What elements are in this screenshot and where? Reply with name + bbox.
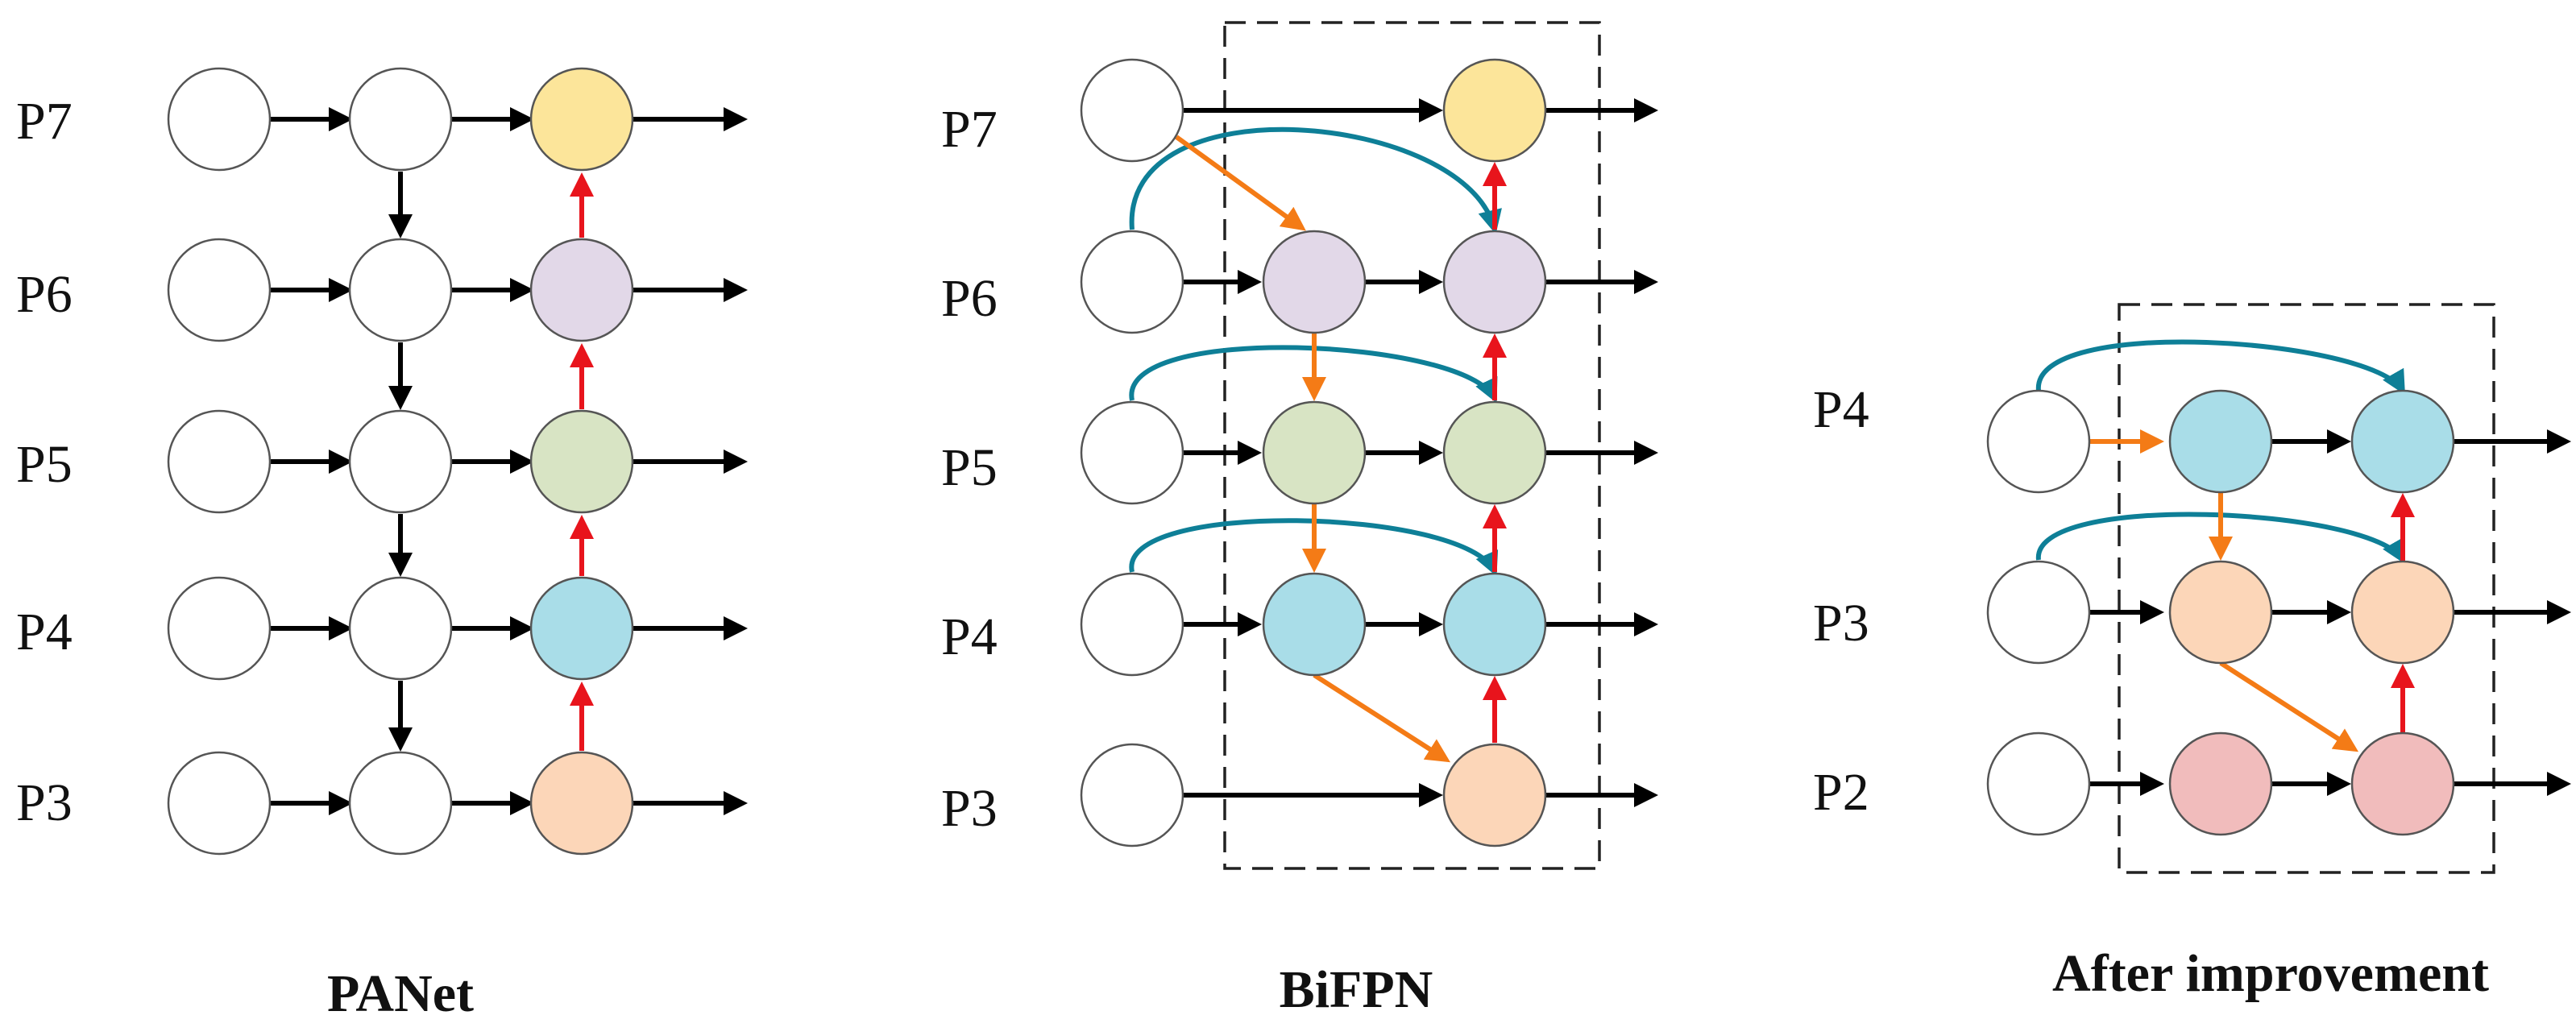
improved-mid-node-p3 — [2168, 560, 2273, 665]
improved-skip-edges — [2035, 339, 2405, 565]
panet-mid-node-p4 — [348, 576, 453, 681]
bifpn-dashed-block — [1223, 21, 1601, 870]
bifpn-output-node-p4 — [1442, 572, 1547, 677]
panet-mid-node-p5 — [348, 409, 453, 514]
bifpn-output-node-p5 — [1442, 400, 1547, 505]
improved-mid-node-p2 — [2168, 731, 2273, 836]
bifpn-lateral-edges — [1183, 98, 1658, 807]
improved-input-node-p2 — [1986, 731, 2091, 836]
panet-output-node-p5 — [529, 409, 634, 514]
panet-label-p5: P5 — [16, 435, 73, 494]
improved-label-p2: P2 — [1813, 763, 1869, 822]
improved-output-node-p3 — [2350, 560, 2455, 665]
panet-input-node-p6 — [167, 238, 272, 342]
improved-output-node-p2 — [2350, 731, 2455, 836]
bifpn-mid-node-p6 — [1262, 230, 1367, 334]
bifpn-panel: P7 P6 P5 P4 P3 — [941, 21, 1658, 1019]
panet-label-p3: P3 — [16, 773, 73, 832]
bifpn-label-p7: P7 — [941, 100, 998, 159]
bifpn-label-p6: P6 — [941, 269, 998, 328]
panet-title: PANet — [327, 964, 474, 1023]
bifpn-input-node-p4 — [1080, 572, 1184, 677]
panet-label-p6: P6 — [16, 265, 73, 324]
panet-label-p4: P4 — [16, 603, 73, 661]
panet-input-node-p4 — [167, 576, 272, 681]
bifpn-input-node-p3 — [1080, 743, 1184, 847]
panet-mid-node-p7 — [348, 67, 453, 172]
panet-input-node-p5 — [167, 409, 272, 514]
improved-mid-node-p4 — [2168, 389, 2273, 494]
bifpn-nodes — [1080, 58, 1547, 847]
panet-input-node-p3 — [167, 751, 272, 856]
bifpn-mid-node-p5 — [1262, 400, 1367, 505]
panet-output-node-p6 — [529, 238, 634, 342]
bifpn-label-p4: P4 — [941, 607, 998, 666]
bifpn-output-node-p7 — [1442, 58, 1547, 163]
improved-title: After improvement — [2052, 944, 2489, 1003]
panet-nodes — [167, 67, 634, 856]
bifpn-output-node-p6 — [1442, 230, 1547, 334]
improved-input-node-p4 — [1986, 389, 2091, 494]
panet-input-node-p7 — [167, 67, 272, 172]
panet-mid-node-p6 — [348, 238, 453, 342]
improved-output-node-p4 — [2350, 389, 2455, 494]
bifpn-title: BiFPN — [1280, 960, 1433, 1019]
panet-output-node-p3 — [529, 751, 634, 856]
bifpn-output-node-p3 — [1442, 743, 1547, 847]
improved-input-node-p3 — [1986, 560, 2091, 665]
bifpn-mid-node-p4 — [1262, 572, 1367, 677]
improved-nodes — [1986, 389, 2455, 836]
improved-top-down-edges — [2209, 492, 2359, 752]
bifpn-top-down-edges — [1175, 135, 1451, 763]
bifpn-input-node-p5 — [1080, 400, 1184, 505]
panet-panel: P7 P6 P5 P4 P3 — [16, 67, 748, 1023]
improved-label-p3: P3 — [1813, 594, 1869, 653]
bifpn-input-node-p7 — [1080, 58, 1184, 163]
improved-label-p4: P4 — [1813, 380, 1869, 439]
bifpn-input-node-p6 — [1080, 230, 1184, 334]
bifpn-skip-edges — [1129, 126, 1502, 577]
improved-panel: P4 P3 P2 — [1813, 303, 2571, 1003]
improved-dashed-block — [2118, 303, 2495, 874]
panet-mid-node-p3 — [348, 751, 453, 856]
panet-output-node-p7 — [529, 67, 634, 172]
bifpn-label-p3: P3 — [941, 779, 998, 838]
bifpn-label-p5: P5 — [941, 438, 998, 497]
improved-lateral-edges — [2089, 429, 2571, 796]
panet-label-p7: P7 — [16, 92, 73, 151]
panet-output-node-p4 — [529, 576, 634, 681]
panet-lateral-edges — [270, 107, 748, 815]
